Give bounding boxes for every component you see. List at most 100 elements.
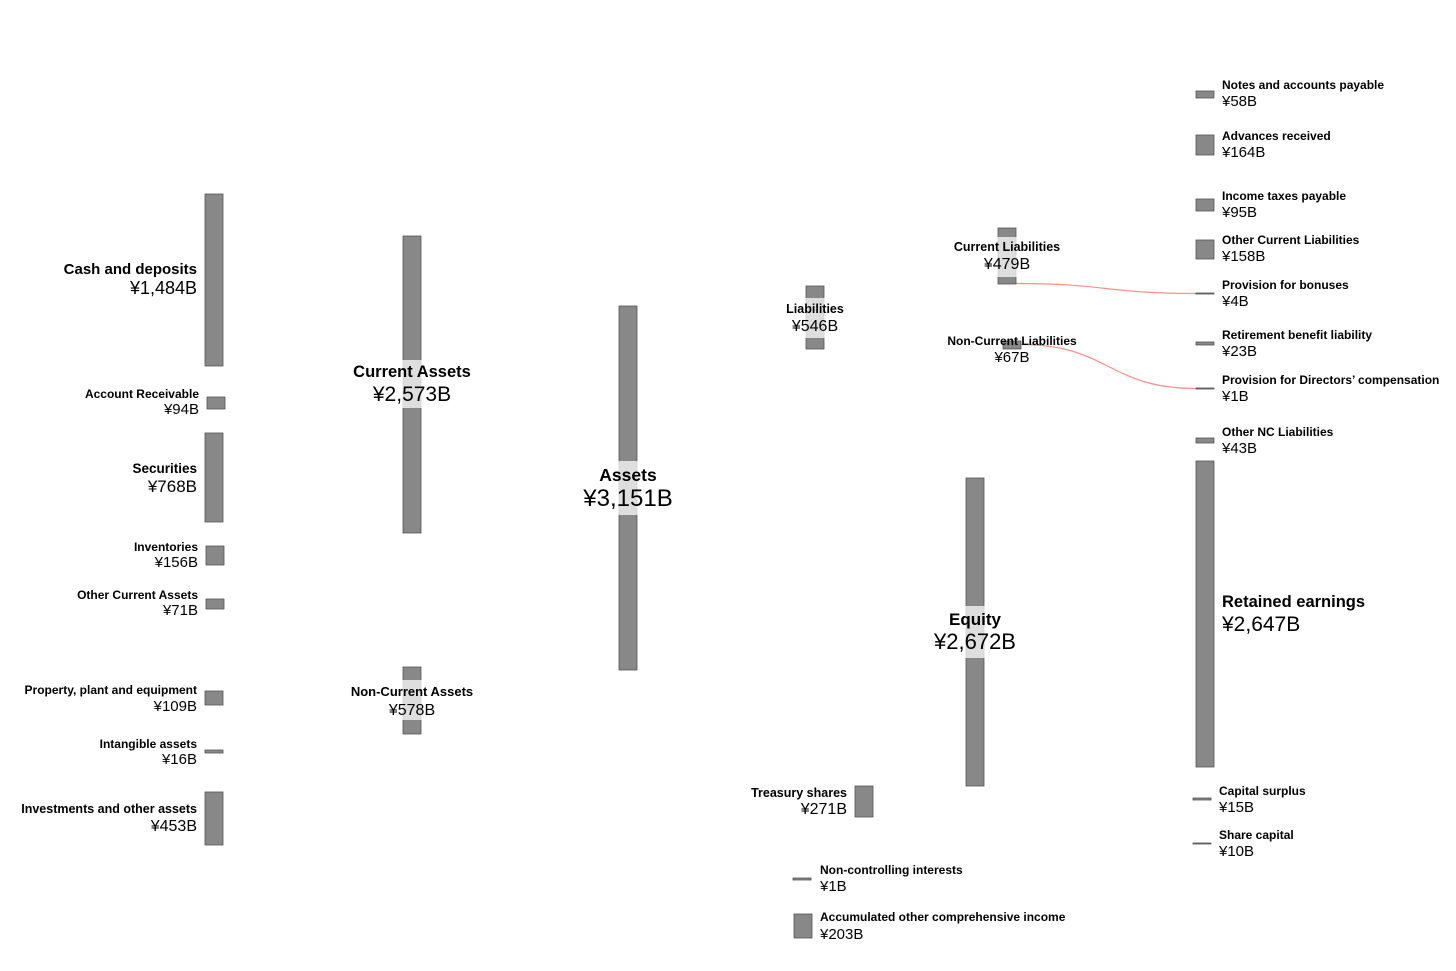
node-value-ppe: ¥109B	[153, 698, 197, 715]
label-box-ca	[345, 360, 480, 408]
node-value-re: ¥2,647B	[1221, 613, 1300, 636]
node-treasury	[854, 785, 874, 818]
node-cs	[1192, 797, 1212, 801]
node-label-nci: Non-controlling interests	[820, 863, 963, 877]
sankey-links	[223, 91, 1197, 880]
node-label-ca: Current Assets	[353, 363, 471, 381]
node-label-assets: Assets	[599, 465, 657, 485]
node-label-ocl: Other Current Liabilities	[1222, 233, 1360, 247]
node-value-oncl: ¥43B	[1221, 440, 1257, 457]
node-label-adv: Advances received	[1222, 129, 1331, 143]
node-label-ar: Account Receivable	[85, 387, 199, 401]
node-value-oca: ¥71B	[162, 602, 198, 619]
node-value-invest: ¥453B	[150, 818, 197, 835]
link-equity-to-cs	[984, 782, 1193, 800]
node-label-cs: Capital surplus	[1219, 784, 1306, 798]
node-label-intang: Intangible assets	[100, 737, 198, 751]
sankey-labels: Cash and deposits¥1,484B Account Receivab…	[21, 78, 1439, 943]
node-value-sec: ¥768B	[147, 477, 197, 496]
node-value-inv: ¥156B	[154, 554, 198, 571]
link-treasury-to-equity	[873, 755, 966, 817]
node-value-liab: ¥546B	[791, 318, 838, 335]
link-oca-to-ca	[224, 525, 403, 609]
link-cl-to-pfb	[1015, 282, 1197, 295]
node-label-invest: Investments and other assets	[21, 802, 197, 816]
link-ca-to-assets	[421, 236, 619, 604]
node-value-pdc: ¥1B	[1221, 388, 1249, 405]
node-value-itp: ¥95B	[1221, 204, 1257, 221]
node-label-liab: Liabilities	[786, 302, 844, 316]
node-ar	[206, 396, 226, 410]
node-ncl	[1002, 340, 1022, 350]
node-value-ocl: ¥158B	[1221, 248, 1265, 265]
node-inv	[205, 545, 225, 566]
node-label-oncl: Other NC Liabilities	[1222, 425, 1334, 439]
node-cash	[204, 193, 224, 367]
node-label-ncl: Non-Current Liabilities	[947, 334, 1077, 348]
node-invest	[204, 791, 224, 846]
node-value-ncl: ¥67B	[993, 349, 1029, 366]
node-aoci	[793, 913, 813, 939]
node-value-assets: ¥3,151B	[582, 485, 672, 512]
link-ncl-to-pdc	[1020, 343, 1197, 390]
node-label-cash: Cash and deposits	[64, 261, 197, 278]
link-cl-to-adv	[1016, 135, 1196, 254]
node-label-inv: Inventories	[134, 540, 198, 554]
link-ncl-to-oncl	[1021, 345, 1196, 443]
node-rbl	[1195, 341, 1215, 346]
link-cl-to-nap	[1016, 91, 1196, 235]
node-label-ppe: Property, plant and equipment	[25, 683, 197, 697]
node-value-intang: ¥16B	[161, 751, 197, 768]
label-box-liab	[778, 298, 852, 338]
node-oca	[205, 598, 225, 610]
node-label-oca: Other Current Assets	[77, 588, 198, 602]
label-box-assets	[577, 461, 677, 515]
node-label-rbl: Retirement benefit liability	[1222, 328, 1372, 342]
node-value-nap: ¥58B	[1221, 93, 1257, 110]
node-label-nap: Notes and accounts payable	[1222, 78, 1384, 92]
node-label-re: Retained earnings	[1222, 593, 1365, 611]
node-label-nca: Non-Current Assets	[351, 684, 473, 699]
node-sec	[204, 432, 224, 523]
node-pfb	[1195, 292, 1215, 295]
node-ocl	[1195, 239, 1215, 260]
label-box-cl	[946, 237, 1068, 277]
node-label-sc: Share capital	[1219, 828, 1294, 842]
node-value-rbl: ¥23B	[1221, 343, 1257, 360]
node-value-treasury: ¥271B	[800, 801, 847, 818]
link-sec-to-ca	[223, 418, 403, 522]
node-label-sec: Securities	[132, 461, 197, 476]
node-pdc	[1195, 387, 1215, 390]
node-intang	[204, 749, 224, 754]
node-label-pfb: Provision for bonuses	[1222, 278, 1349, 292]
node-value-nci: ¥1B	[819, 878, 847, 895]
node-adv	[1195, 134, 1215, 156]
node-value-cs: ¥15B	[1218, 799, 1254, 816]
node-itp	[1195, 198, 1215, 212]
node-value-pfb: ¥4B	[1221, 293, 1249, 310]
node-value-ca: ¥2,573B	[372, 383, 451, 406]
node-oncl	[1195, 437, 1215, 444]
label-box-nca	[345, 680, 480, 720]
node-value-adv: ¥164B	[1221, 144, 1265, 161]
link-assets-to-equity	[637, 369, 966, 755]
node-value-nca: ¥578B	[388, 702, 435, 719]
link-assets-to-nci	[637, 647, 793, 880]
node-value-equity: ¥2,672B	[933, 629, 1016, 654]
node-value-aoci: ¥203B	[819, 926, 863, 943]
node-label-treasury: Treasury shares	[751, 786, 847, 800]
node-label-aoci: Accumulated other comprehensive income	[820, 910, 1066, 924]
node-re	[1195, 460, 1215, 768]
node-label-cl: Current Liabilities	[954, 240, 1060, 254]
link-inv-to-ca	[224, 507, 403, 565]
sankey-nodes	[204, 90, 1215, 939]
node-value-ar: ¥94B	[163, 401, 199, 418]
node-sc	[1192, 842, 1212, 845]
node-nci	[792, 877, 812, 881]
node-value-cl: ¥479B	[983, 256, 1030, 273]
node-value-cash: ¥1,484B	[129, 278, 197, 298]
node-nap	[1195, 90, 1215, 99]
label-box-equity	[926, 606, 1023, 658]
node-ppe	[204, 690, 224, 706]
